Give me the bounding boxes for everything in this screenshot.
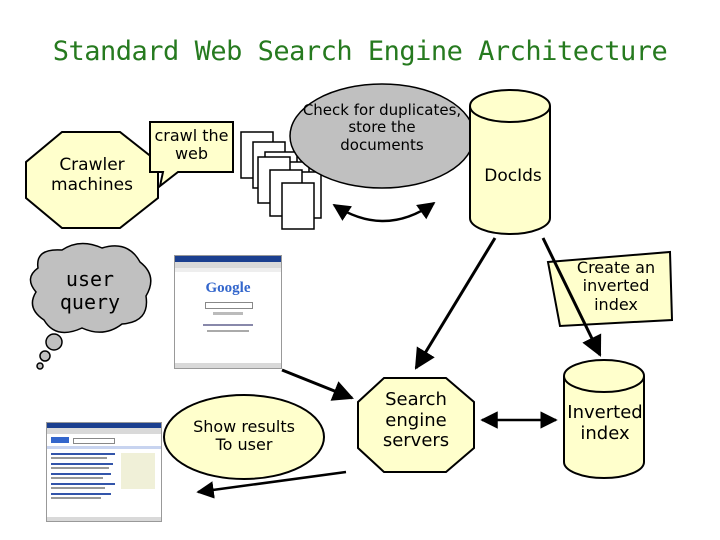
search-servers-octagon [357,377,475,473]
query-label: user query [59,267,121,314]
crawler-label: Crawler machines [51,155,133,195]
query-to-servers-arrow [281,368,354,401]
document-stack-icon [240,131,322,230]
show-results-bubble [163,394,325,480]
search-page-screenshot: Google [174,255,282,369]
thought-bubble-icon [29,242,152,370]
docs-store-arrow [332,201,436,223]
show-results-label: Show results To user [193,417,295,455]
docids-label: DocIds [484,166,542,186]
docids-cylinder [469,89,551,235]
results-to-user-arrow [196,470,347,499]
crawl-label: crawl the web [154,126,229,164]
inverted-index-cylinder [563,359,645,479]
servers-label: Search engine servers [382,389,450,452]
docids-to-servers-arrow [414,237,497,370]
page-title: Standard Web Search Engine Architecture [52,36,668,67]
docids-to-index-arrow [541,237,602,357]
search-box [205,302,253,309]
crawler-octagon [25,131,159,229]
results-page-screenshot [46,422,162,522]
inverted-index-label: Inverted index [567,402,643,444]
crawl-bubble [149,121,234,189]
index-label: Create an inverted index [576,258,656,314]
google-logo: Google [205,280,251,296]
dedup-label: Check for duplicates, store the document… [302,101,462,154]
index-bubble [546,250,674,328]
